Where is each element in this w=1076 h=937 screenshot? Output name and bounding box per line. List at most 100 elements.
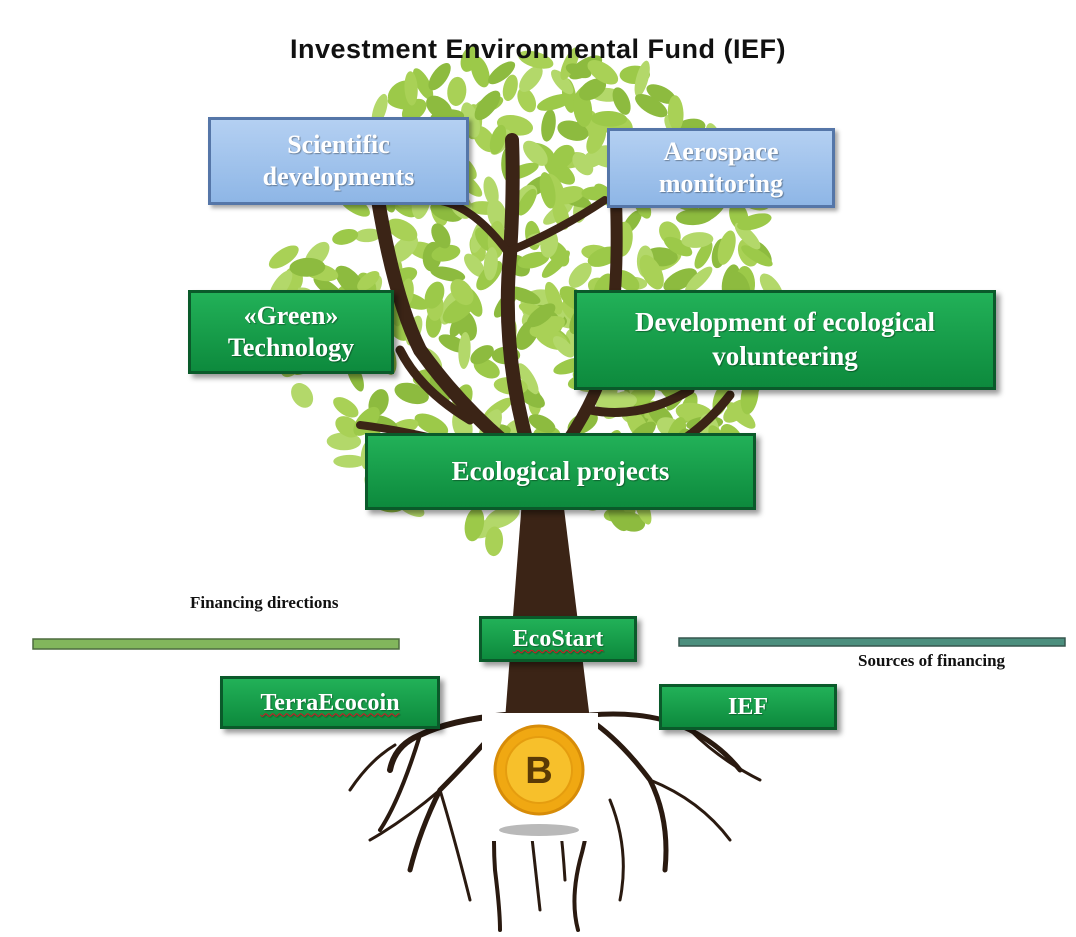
- leaf: [552, 186, 585, 205]
- box-line: «Green»: [243, 300, 339, 330]
- leaf: [429, 375, 450, 403]
- box-line: TerraEcocoin: [260, 689, 400, 716]
- leaf: [424, 281, 445, 309]
- leaf: [354, 228, 382, 243]
- leaf: [401, 98, 427, 122]
- leaf: [726, 402, 756, 429]
- leaf: [572, 152, 594, 176]
- leaf: [458, 332, 471, 369]
- terraecocoin-box: TerraEcocoin: [220, 676, 440, 729]
- box-line: IEF: [727, 694, 768, 720]
- leaf: [541, 109, 556, 142]
- box-line: Development of ecological: [635, 307, 935, 338]
- leaf: [332, 228, 359, 245]
- leaf: [488, 61, 516, 85]
- leaf: [586, 125, 607, 154]
- leaf: [523, 140, 548, 166]
- financing-directions-divider: [32, 638, 400, 650]
- leaf: [587, 60, 619, 85]
- leaf: [537, 93, 574, 111]
- ecological-projects-box: Ecological projects: [365, 433, 756, 510]
- leaf: [639, 254, 664, 290]
- leaf: [560, 47, 580, 80]
- leaf: [414, 413, 449, 436]
- leaf: [333, 397, 359, 418]
- box-line: monitoring: [658, 169, 784, 198]
- leaf: [485, 526, 504, 557]
- leaf: [333, 454, 366, 468]
- leaf: [646, 84, 676, 104]
- leaf: [552, 336, 575, 358]
- leaf: [474, 90, 501, 121]
- box-line: volunteering: [712, 341, 858, 371]
- leaf: [431, 223, 451, 249]
- leaf: [335, 416, 360, 438]
- leaf: [517, 251, 550, 269]
- leaf: [579, 78, 607, 101]
- leaf: [483, 176, 499, 207]
- leaf: [694, 241, 713, 269]
- leaf: [394, 382, 429, 405]
- leaf: [289, 257, 326, 277]
- scientific-developments-box: Scientific developments: [208, 117, 469, 205]
- diagram-title: Investment Environmental Fund (IEF): [289, 34, 787, 64]
- leaf: [507, 286, 541, 305]
- leaf: [291, 383, 314, 408]
- leaf: [526, 303, 556, 328]
- leaf: [517, 363, 539, 395]
- box-line: Technology: [227, 333, 355, 362]
- leaf: [543, 158, 576, 185]
- leaf: [489, 124, 507, 155]
- sources-of-financing-label: Sources of financing: [858, 651, 1006, 670]
- leaf: [483, 247, 498, 281]
- ecological-volunteering-box: Development of ecological volunteering: [574, 290, 996, 390]
- leaf: [517, 87, 537, 113]
- leaf: [518, 50, 554, 69]
- green-technology-box: «Green» Technology: [188, 290, 394, 374]
- leaf: [404, 71, 418, 106]
- leaf: [634, 60, 650, 97]
- aerospace-monitoring-box: Aerospace monitoring: [607, 128, 835, 208]
- financing-directions-label: Financing directions: [190, 593, 339, 612]
- leaf: [557, 120, 589, 141]
- leaf: [430, 266, 466, 282]
- leaf: [502, 74, 518, 102]
- leaf: [685, 266, 713, 294]
- leaf: [519, 65, 543, 92]
- box-line: developments: [262, 162, 415, 191]
- leaf: [741, 245, 773, 267]
- leaf: [390, 234, 418, 263]
- leaf: [464, 253, 486, 278]
- sources-of-financing-divider: [678, 637, 1066, 647]
- leaf: [412, 68, 434, 100]
- leaf: [447, 76, 467, 106]
- leaf: [663, 268, 698, 292]
- ief-box: IEF: [659, 684, 837, 730]
- leaf: [544, 281, 563, 315]
- leaf: [357, 270, 380, 291]
- leaf: [539, 172, 556, 209]
- box-line: EcoStart: [512, 626, 604, 652]
- leaf: [663, 236, 693, 257]
- leaf: [590, 110, 628, 127]
- bitcoin-coin-icon: B: [493, 724, 585, 836]
- leaf: [717, 230, 736, 265]
- leaf: [635, 93, 668, 118]
- leaf: [470, 55, 490, 88]
- leaf: [470, 345, 494, 365]
- coin-symbol: B: [525, 750, 552, 792]
- leaf: [335, 265, 365, 297]
- box-line: Ecological projects: [451, 455, 670, 486]
- leaf: [528, 414, 556, 433]
- leaf: [568, 262, 592, 288]
- leaf: [387, 218, 418, 242]
- leaf: [487, 199, 508, 231]
- box-line: Aerospace: [663, 136, 779, 166]
- leaf: [551, 144, 575, 169]
- leaf: [464, 507, 485, 542]
- leaf: [428, 62, 451, 91]
- leaf: [681, 232, 714, 248]
- leaf: [737, 213, 772, 231]
- box-line: Scientific: [287, 129, 390, 159]
